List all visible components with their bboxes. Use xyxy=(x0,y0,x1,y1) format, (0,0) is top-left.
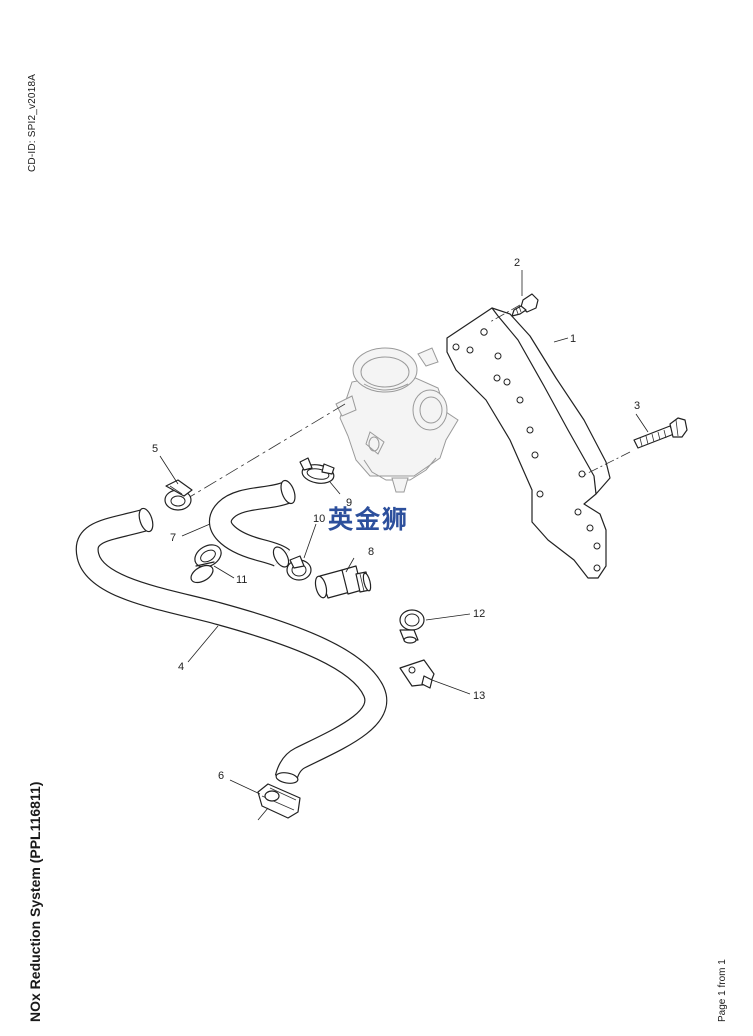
ghost-valve-assembly xyxy=(335,347,459,493)
callout-6: 6 xyxy=(218,770,224,782)
long-hose-part-4 xyxy=(75,507,388,784)
callout-2: 2 xyxy=(514,257,520,269)
short-hose-part-7 xyxy=(208,479,296,568)
spring-clamp-part-9 xyxy=(299,457,335,484)
watermark-logo: 英金狮 xyxy=(328,505,410,534)
callout-13: 13 xyxy=(473,690,485,702)
short-bolt-part-2 xyxy=(511,293,539,317)
small-bracket-part-13 xyxy=(399,659,435,689)
bracket-plate-part-1 xyxy=(446,307,611,579)
clamp-part-6 xyxy=(257,783,301,819)
alignment-line-3 xyxy=(581,451,631,477)
alignment-line-2 xyxy=(489,304,521,323)
callout-10: 10 xyxy=(313,513,325,525)
clamp-part-12 xyxy=(399,609,425,644)
alignment-line xyxy=(177,403,346,505)
spring-clip-part-11 xyxy=(190,544,222,584)
callout-3: 3 xyxy=(634,400,640,412)
callout-1: 1 xyxy=(570,333,576,345)
callout-8: 8 xyxy=(368,546,374,558)
callout-4: 4 xyxy=(178,661,184,673)
fitting-part-8 xyxy=(314,565,372,599)
callout-12: 12 xyxy=(473,608,485,620)
clamp-part-5 xyxy=(164,479,193,511)
callout-9: 9 xyxy=(346,497,352,509)
clamp-part-10 xyxy=(286,555,312,581)
long-bolt-part-3 xyxy=(633,417,688,449)
callout-5: 5 xyxy=(152,443,158,455)
callout-7: 7 xyxy=(170,532,176,544)
callout-leaders xyxy=(159,270,649,821)
callout-11: 11 xyxy=(236,574,247,586)
